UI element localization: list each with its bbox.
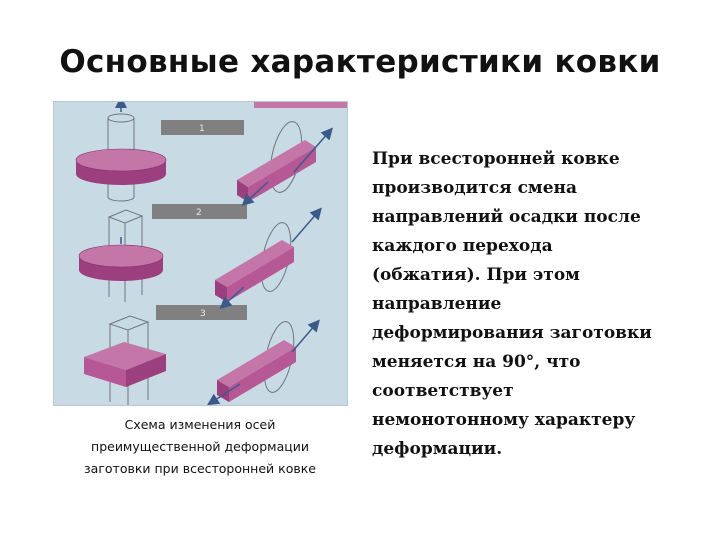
figure-caption: Схема изменения осей преимущественной де… (40, 414, 360, 480)
paragraph-line: немонотонному характеру (372, 410, 636, 430)
step-2-label: 2 (196, 208, 202, 218)
row2-draw-bar (215, 207, 322, 310)
caption-line: заготовки при всесторонней ковке (84, 461, 316, 476)
row2-upset-disc (78, 209, 164, 302)
forging-scheme-figure: 1 2 3 (53, 101, 348, 406)
row1-upset-disc (75, 102, 167, 202)
slide-title: Основные характеристики ковки (59, 44, 661, 80)
paragraph-line: (обжатия). При этом (372, 265, 580, 285)
caption-line: преимущественной деформации (91, 439, 309, 454)
top-right-bar (254, 102, 347, 108)
paragraph-line: При всесторонней ковке (372, 149, 620, 169)
paragraph-line: соответствует (372, 381, 514, 401)
paragraph-line: направление (372, 294, 502, 314)
paragraph-line: деформации. (372, 439, 503, 459)
step-2-bar (152, 204, 247, 219)
step-1-label: 1 (199, 124, 205, 134)
caption-line: Схема изменения осей (124, 417, 276, 432)
row1-draw-bar (237, 121, 333, 207)
row3-draw-bar (206, 319, 320, 405)
paragraph-line: меняется на 90°, что (372, 352, 581, 372)
step-1-bar (161, 120, 244, 135)
body-paragraph: При всесторонней ковке производится смен… (372, 145, 692, 464)
paragraph-line: деформирования заготовки (372, 323, 652, 343)
row3-upset-slab (84, 315, 166, 405)
paragraph-line: каждого перехода (372, 236, 553, 256)
step-3-label: 3 (200, 309, 206, 319)
paragraph-line: производится смена (372, 178, 577, 198)
paragraph-line: направлений осадки после (372, 207, 641, 227)
